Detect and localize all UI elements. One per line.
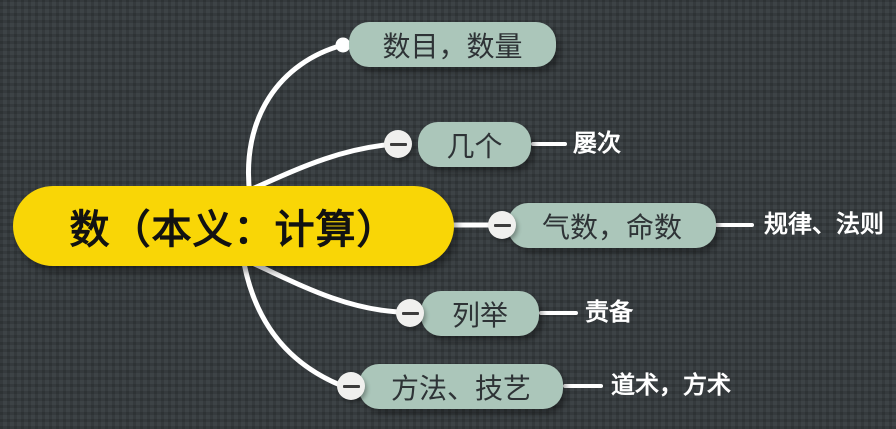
branch-node-3[interactable]: 气数，命数 — [508, 203, 716, 248]
branch-note-2[interactable]: 屡次 — [573, 130, 621, 157]
branch-node-1[interactable]: 数目，数量 — [349, 22, 556, 67]
connector-cap-dot — [335, 37, 351, 53]
connector-curve-branch2 — [247, 141, 399, 193]
branch-node-2[interactable]: 几个 — [418, 122, 531, 167]
minus-glyph — [342, 384, 360, 388]
collapse-minus-icon-branch2[interactable] — [384, 130, 412, 158]
connector-curve-branch4 — [247, 259, 401, 315]
connector-curve-branch1 — [246, 42, 346, 199]
branch-node-5[interactable]: 方法、技艺 — [359, 364, 563, 409]
minus-glyph — [493, 223, 511, 227]
branch-note-3[interactable]: 规律、法则 — [764, 211, 884, 238]
collapse-minus-icon-branch3[interactable] — [488, 211, 516, 239]
root-node[interactable]: 数（本义：计算） — [13, 186, 454, 266]
connector-curve-branch5 — [241, 260, 343, 388]
branch-node-4[interactable]: 列举 — [421, 291, 539, 336]
collapse-minus-icon-branch5[interactable] — [337, 372, 365, 400]
branch-note-4[interactable]: 责备 — [585, 299, 633, 326]
minus-glyph — [389, 142, 407, 146]
collapse-minus-icon-branch4[interactable] — [396, 299, 424, 327]
branch-note-5[interactable]: 道术，方术 — [611, 372, 731, 399]
minus-glyph — [401, 311, 419, 315]
